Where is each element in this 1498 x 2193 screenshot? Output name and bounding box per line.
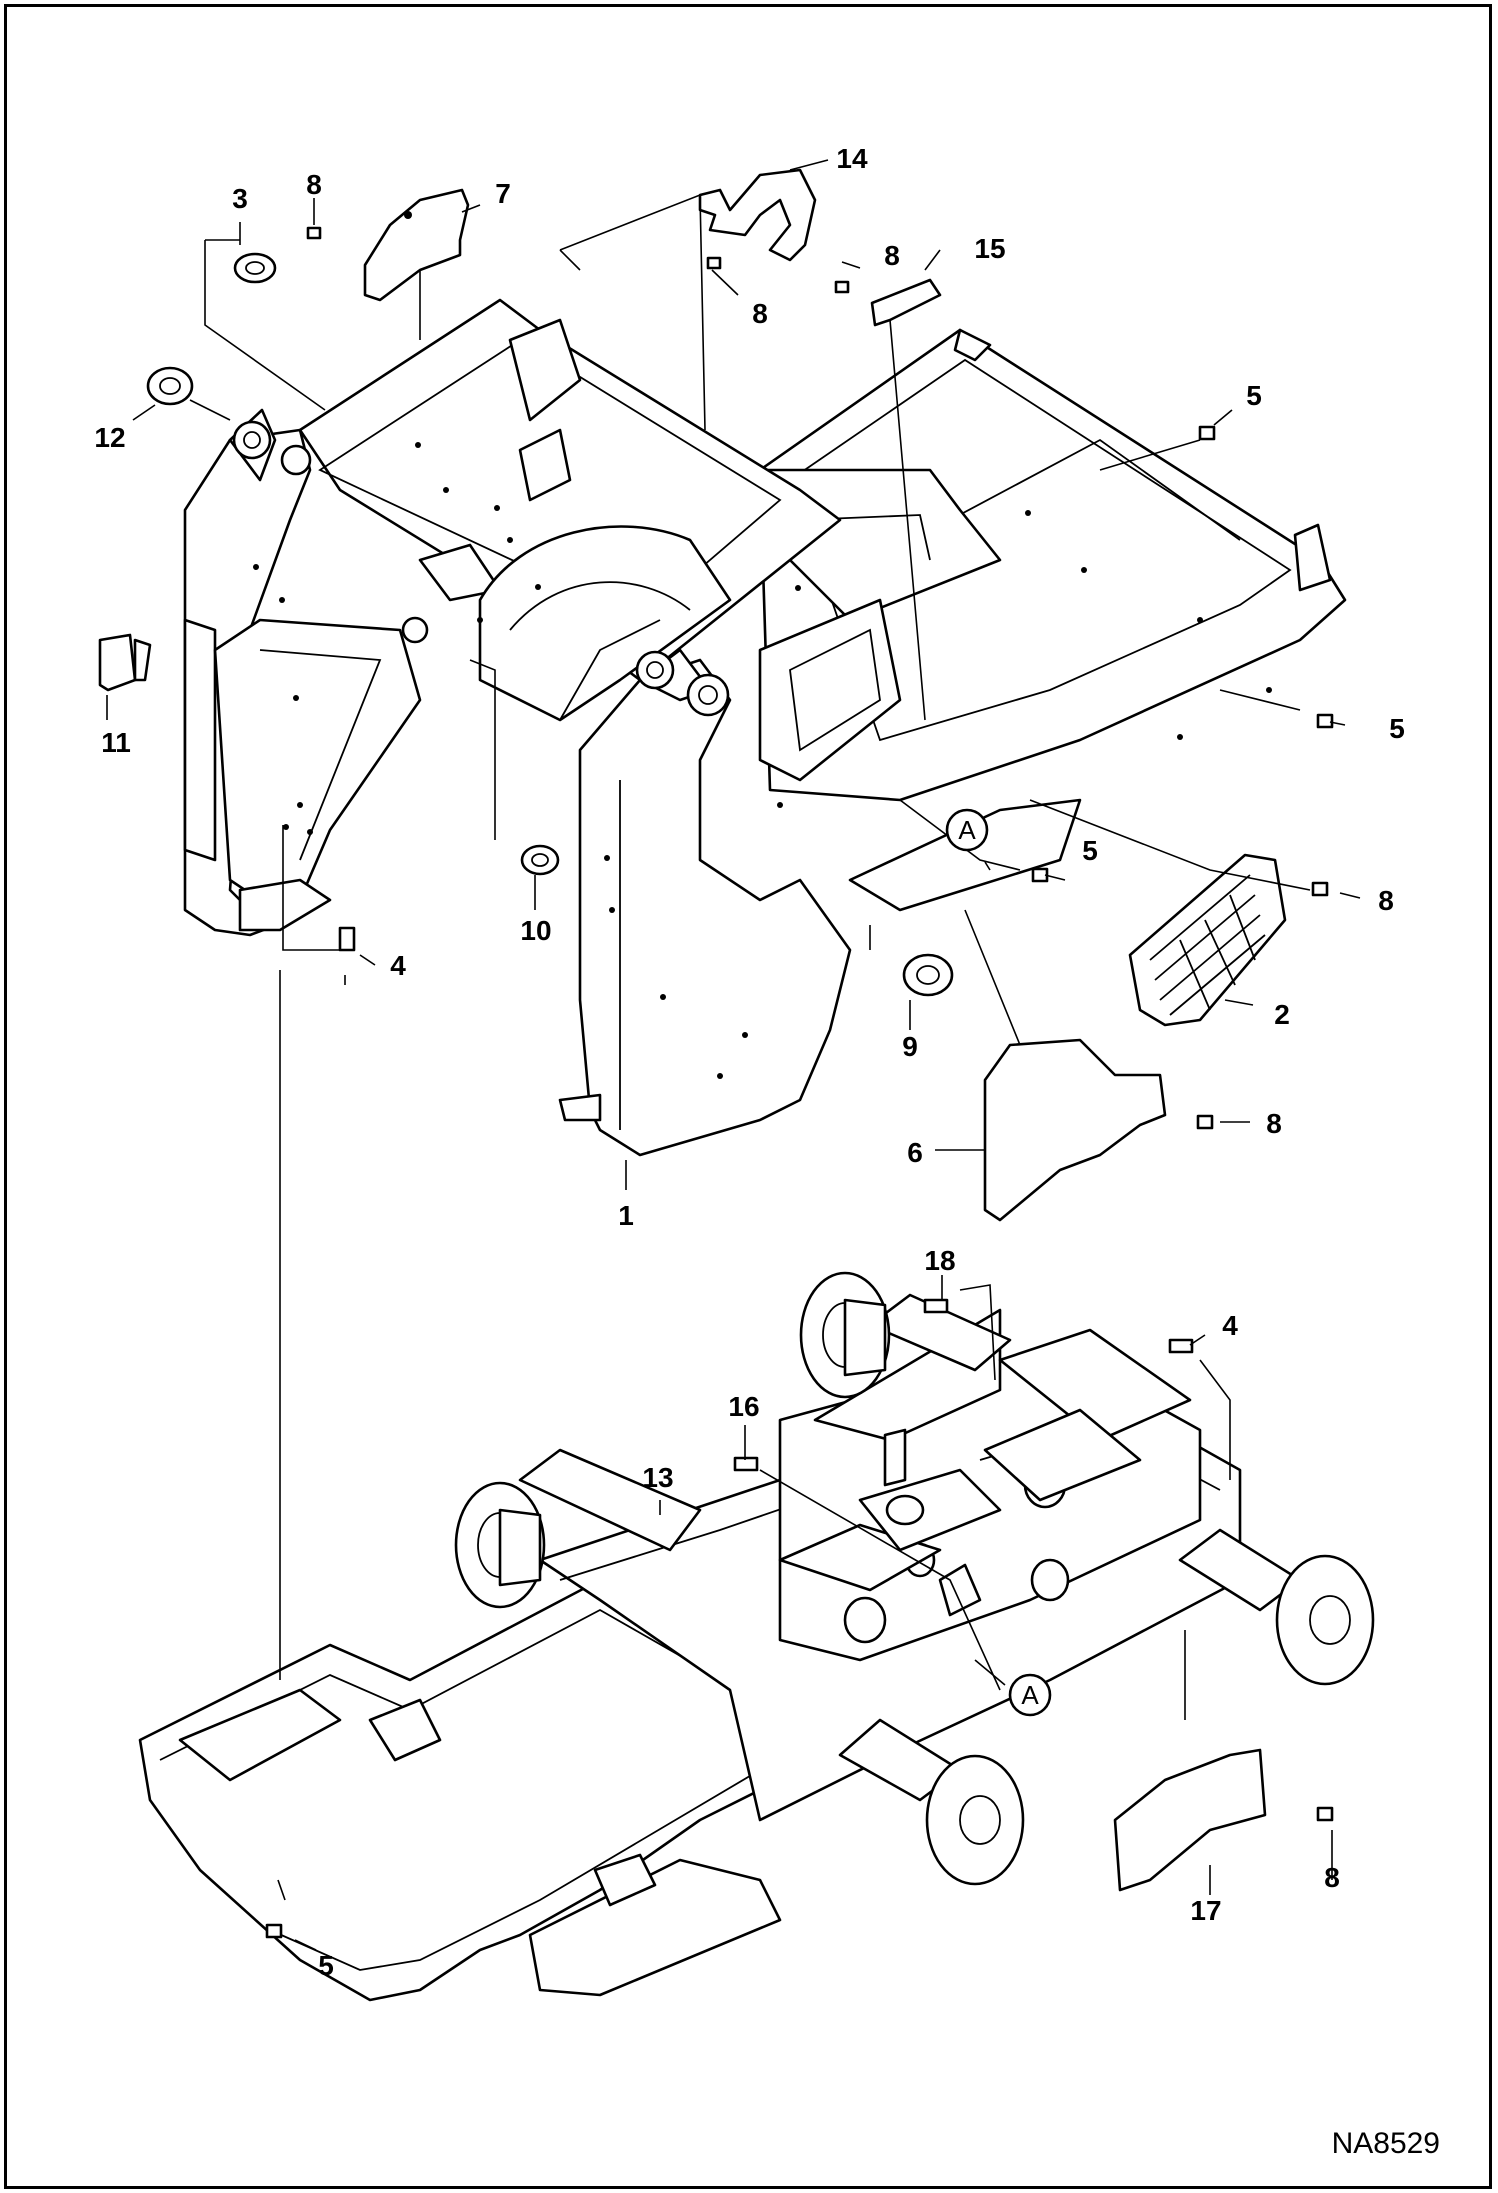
- fasteners: [265, 226, 1334, 1939]
- wheel-hub-front-right: [925, 1754, 1025, 1886]
- bracket-15: [870, 278, 942, 327]
- callout-9: 9: [902, 1031, 918, 1062]
- cover-17: [1113, 1748, 1267, 1892]
- callout-8-near-15: 8: [884, 240, 900, 271]
- bracket-11: [98, 633, 152, 692]
- callout-8-right: 8: [1378, 885, 1394, 916]
- main-frame: [183, 298, 1347, 1157]
- callout-2: 2: [1274, 999, 1290, 1030]
- bushing-9: [902, 953, 954, 997]
- callout-7: 7: [495, 178, 511, 209]
- cover-6: [983, 1038, 1167, 1222]
- bushing-12: [146, 366, 194, 406]
- callout-17: 17: [1190, 1895, 1221, 1926]
- callout-16: 16: [728, 1391, 759, 1422]
- callout-13: 13: [642, 1462, 673, 1493]
- callout-3: 3: [232, 183, 248, 214]
- callout-15: 15: [974, 233, 1005, 264]
- callout-1: 1: [618, 1200, 634, 1231]
- reference-marker-a-upper: A: [945, 808, 989, 852]
- leader-lines: [106, 159, 1361, 1951]
- bushing-3: [233, 252, 277, 284]
- bracket-14: [698, 168, 817, 262]
- callout-10: 10: [520, 915, 551, 946]
- callout-8-middle: 8: [1266, 1108, 1282, 1139]
- callout-4-lower: 4: [1222, 1310, 1238, 1341]
- callout-5-bottom: 5: [318, 1950, 334, 1981]
- lower-chassis: [138, 1293, 1302, 2002]
- callout-12: 12: [94, 422, 125, 453]
- callout-8-under-14: 8: [752, 298, 768, 329]
- plate-7: [363, 188, 470, 302]
- wheel-hub-rear-left: [799, 1271, 891, 1399]
- callout-8-lower-right: 8: [1324, 1862, 1340, 1893]
- callout-14: 14: [836, 143, 868, 174]
- callout-5-right: 5: [1389, 713, 1405, 744]
- callout-5-top: 5: [1246, 380, 1262, 411]
- drawing-number: NA8529: [1332, 2127, 1440, 2160]
- wheel-hub-front-left: [454, 1481, 546, 1609]
- reference-marker-a-lower: A: [1008, 1673, 1052, 1717]
- callout-labels: 1 2 3 4 4 5 5 5 5 6 7 8 8 8 8 8 8 9 10 1…: [94, 143, 1404, 1981]
- reference-marker-label: A: [958, 815, 976, 845]
- grille-2: [1128, 853, 1287, 1027]
- callout-4-upper: 4: [390, 950, 406, 981]
- callout-8-top-left: 8: [306, 169, 322, 200]
- callout-11: 11: [101, 727, 131, 758]
- sensor-bracket: [938, 1563, 982, 1617]
- wheel-hub-rear-right: [1275, 1554, 1375, 1686]
- callout-5-middle: 5: [1082, 835, 1098, 866]
- frame-holes: [253, 442, 1272, 1079]
- bushing-10: [520, 844, 560, 876]
- callout-18: 18: [924, 1245, 955, 1276]
- callout-6: 6: [907, 1137, 923, 1168]
- reference-marker-label: A: [1021, 1680, 1039, 1710]
- drawing-frame: [4, 4, 1492, 2189]
